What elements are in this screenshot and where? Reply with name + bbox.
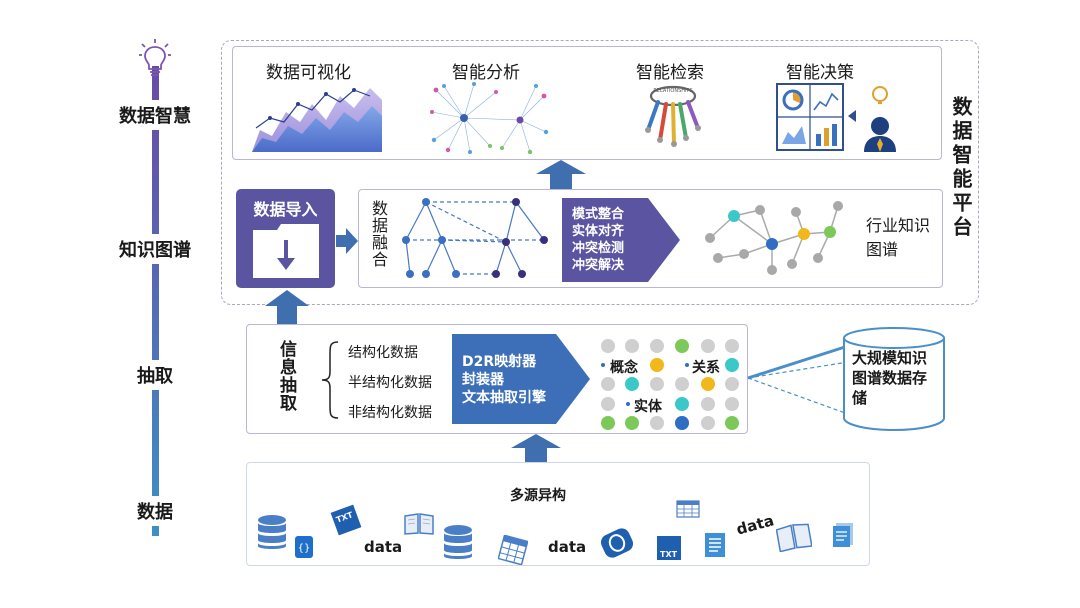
txt-file-icon bbox=[330, 504, 362, 536]
analysis-network-icon bbox=[430, 82, 550, 154]
data-word-2: data bbox=[548, 538, 587, 556]
data-word-1: data bbox=[364, 538, 403, 556]
storage-link-lines bbox=[744, 340, 854, 420]
axis-label-kg: 知识图谱 bbox=[112, 234, 198, 264]
fusion-trees-diagram bbox=[392, 194, 558, 284]
table-icon bbox=[676, 500, 700, 518]
arrow-up-to-apps bbox=[536, 160, 586, 190]
spreadsheet-icon bbox=[498, 535, 528, 565]
txt-badge-2: TXT bbox=[660, 550, 678, 559]
tool-d2r: D2R映射器 bbox=[462, 354, 537, 370]
storage-label-text: 大规模知识图谱数据存储 bbox=[852, 349, 928, 407]
extraction-brace bbox=[318, 340, 340, 420]
axis-label-data: 数据 bbox=[120, 496, 190, 526]
data-type-semistructured: 半结构化数据 bbox=[348, 375, 432, 391]
fusion-step-2: 实体对齐 bbox=[572, 224, 625, 239]
fusion-step-1: 模式整合 bbox=[572, 207, 625, 222]
relation-label: 关系 bbox=[692, 360, 720, 376]
arrow-up-to-import bbox=[265, 290, 309, 324]
app-label-decision: 智能决策 bbox=[786, 63, 854, 83]
platform-title: 数据智能平台 bbox=[949, 96, 973, 240]
document-icon bbox=[704, 532, 726, 558]
tool-text-engine: 文本抽取引擎 bbox=[462, 390, 546, 406]
folder-icon bbox=[251, 220, 321, 280]
lightbulb-icon bbox=[138, 38, 172, 80]
txt-file-icon-2 bbox=[656, 535, 682, 561]
svg-text:{}: {} bbox=[298, 543, 311, 554]
fusion-step-3: 冲突检测 bbox=[572, 241, 625, 256]
concept-label: 概念 bbox=[610, 360, 638, 376]
industry-kg-label: 行业知识图谱 bbox=[866, 214, 938, 262]
database-icon-2 bbox=[442, 525, 474, 561]
app-label-search: 智能检索 bbox=[636, 63, 704, 83]
tool-wrapper: 封装器 bbox=[462, 372, 504, 388]
app-label-analysis: 智能分析 bbox=[452, 63, 520, 83]
industry-graph-icon bbox=[700, 198, 850, 278]
arrow-right-import bbox=[336, 228, 358, 254]
storage-label: 大规模知识图谱数据存储 bbox=[852, 348, 936, 408]
extraction-tools-arrow bbox=[452, 334, 590, 424]
fusion-step-4: 冲突解决 bbox=[572, 258, 625, 273]
entity-label: 实体 bbox=[634, 399, 662, 415]
db-sync-icon bbox=[600, 527, 634, 559]
axis-label-wisdom: 数据智慧 bbox=[112, 100, 198, 130]
concept-dot-grid bbox=[598, 336, 744, 430]
fusion-steps-arrow bbox=[562, 198, 680, 282]
document-icon-2 bbox=[832, 522, 854, 548]
storage-cylinder-icon bbox=[842, 326, 946, 432]
axis-label-extract: 抽取 bbox=[120, 360, 190, 390]
svg-text:RELATIONSHIPS: RELATIONSHIPS bbox=[653, 88, 692, 94]
data-type-unstructured: 非结构化数据 bbox=[348, 405, 432, 421]
json-file-icon: {} bbox=[294, 535, 314, 559]
sources-title: 多源异构 bbox=[510, 488, 566, 504]
platform-frame bbox=[221, 40, 979, 305]
search-keys-icon: RELATIONSHIPS bbox=[638, 82, 708, 150]
extraction-title: 信息抽取 bbox=[276, 340, 296, 412]
data-import-label: 数据导入 bbox=[253, 200, 318, 219]
book-icon bbox=[404, 513, 434, 535]
app-label-visualization: 数据可视化 bbox=[266, 63, 351, 83]
visualization-chart-icon bbox=[252, 82, 382, 152]
book-icon-2 bbox=[776, 522, 812, 552]
left-axis bbox=[146, 66, 166, 536]
database-icon bbox=[256, 515, 288, 551]
arrow-up-to-extraction bbox=[511, 434, 561, 464]
decision-dashboard-icon bbox=[776, 82, 904, 154]
industry-kg-text: 行业知识图谱 bbox=[866, 216, 931, 259]
data-type-structured: 结构化数据 bbox=[348, 345, 418, 361]
fusion-label: 数据融合 bbox=[369, 200, 388, 268]
